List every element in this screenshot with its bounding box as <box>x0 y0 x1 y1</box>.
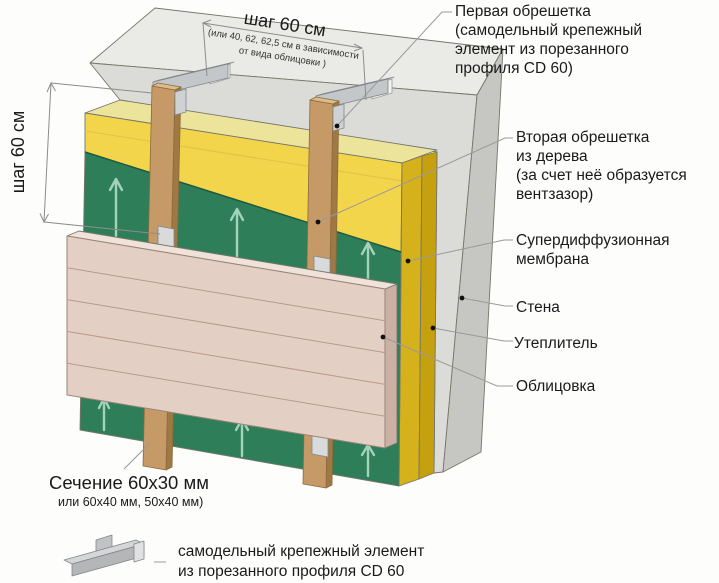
label-cladding: Облицовка <box>516 378 596 395</box>
cladding-board-line <box>66 299 386 354</box>
callout-dot <box>380 334 386 340</box>
callout-line-wall <box>461 297 513 307</box>
legend-text-line-2: из порезанного профиля CD 60 <box>178 563 405 580</box>
legend: самодельный крепежный элемент из порезан… <box>63 534 424 580</box>
membrane-roll-edge <box>84 151 402 253</box>
insulation-slab-joint <box>84 130 403 182</box>
cladding-front-face <box>66 235 386 449</box>
cd60-profile-piece-icon <box>63 534 145 577</box>
callout-line-first-lathing <box>336 11 452 127</box>
cladding-board-line <box>66 362 386 417</box>
label-line: Вторая обрешетка <box>516 129 650 146</box>
callout-dot <box>430 325 436 331</box>
label-wall: Стена <box>516 299 560 316</box>
legend-text-line-1: самодельный крепежный элемент <box>178 543 424 560</box>
callout-line-section <box>123 441 152 470</box>
callout-dot <box>405 258 411 264</box>
label-line: Утеплитель <box>514 335 598 352</box>
label-line: элемент из порезанного <box>455 41 629 58</box>
label-first-lathing: Первая обрешетка (самодельный крепежный … <box>455 3 642 77</box>
dim-arrow <box>46 81 56 93</box>
label-line: из дерева <box>516 148 588 165</box>
label-membrane: Супердиффузионная мембрана <box>516 232 670 268</box>
label-line: Первая обрешетка <box>455 3 591 20</box>
callout-dot <box>459 295 465 301</box>
wall-block <box>89 7 504 474</box>
label-second-lathing: Вторая обрешетка из дерева (за счет неё … <box>516 129 687 203</box>
dim-arrow <box>39 213 49 224</box>
dimension-left: шаг 60 см <box>8 81 161 235</box>
callout-dot <box>315 219 321 225</box>
vent-arrow-icon <box>108 177 124 238</box>
cladding-side-edge <box>384 283 398 449</box>
label-line: (за счет неё образуется <box>516 167 687 184</box>
callout-line-membrane <box>407 239 513 262</box>
membrane-side-edge <box>398 155 423 487</box>
batten-top-face <box>151 82 182 91</box>
cladding-board-line <box>66 267 386 322</box>
label-line: Облицовка <box>516 378 596 395</box>
label-line: вентзазор) <box>516 186 593 203</box>
dim-arrow <box>201 19 212 28</box>
section-title: Сечение 60х30 мм <box>49 472 209 493</box>
section-subtitle: или 60х40 мм, 50х40 мм) <box>58 495 203 509</box>
wall-right-face <box>442 48 504 473</box>
dim-left-label: шаг 60 см <box>8 111 28 193</box>
insulation-side-edge <box>418 151 438 480</box>
cladding-panel <box>66 230 398 449</box>
label-insulation: Утеплитель <box>514 335 598 352</box>
callout-line-cladding <box>382 336 513 387</box>
label-line: Супердиффузионная <box>516 232 670 249</box>
callout-line-insulation <box>432 327 513 342</box>
label-line: Стена <box>516 299 560 316</box>
callout-lines <box>123 11 513 470</box>
dim-arrow <box>353 43 364 52</box>
callout-dot <box>334 123 340 129</box>
callout-line-second-lathing <box>317 137 513 223</box>
section-note: Сечение 60х30 мм или 60х40 мм, 50х40 мм) <box>49 472 209 509</box>
label-line: мембрана <box>516 251 589 268</box>
cladding-board-line <box>66 330 386 385</box>
label-line: (самодельный крепежный <box>455 22 642 39</box>
batten-top-face <box>309 96 340 105</box>
clip-side-tabs <box>174 88 345 132</box>
clip-tab-left <box>174 88 187 116</box>
label-line: профиля CD 60) <box>455 60 573 77</box>
